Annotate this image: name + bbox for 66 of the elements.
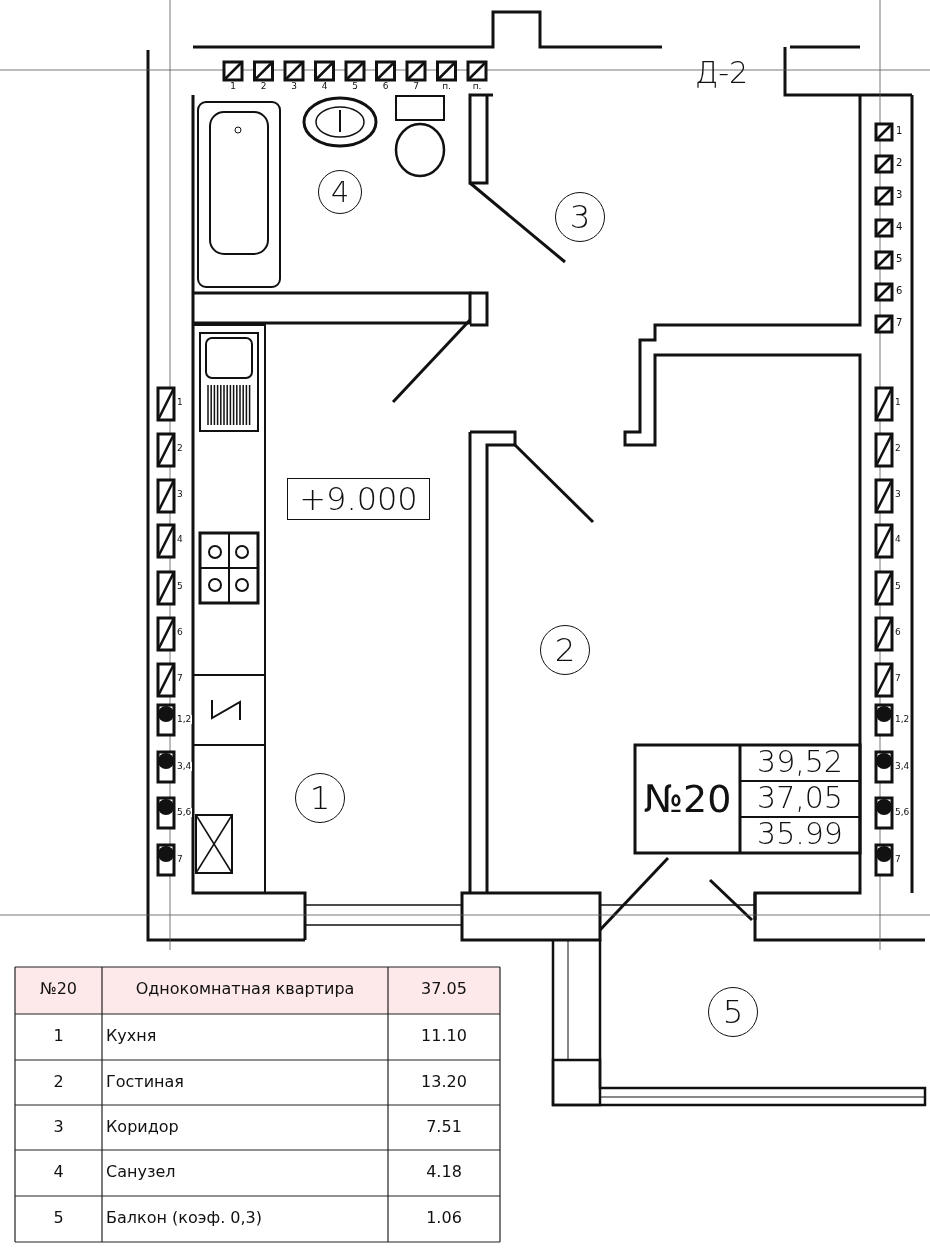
duct-number: 7	[176, 674, 184, 683]
duct-number: 1	[894, 398, 902, 407]
room-name: Гостиная	[106, 1074, 184, 1090]
room-number: 5	[52, 1210, 65, 1226]
duct-number: 4	[320, 82, 329, 91]
apartment-number: №20	[642, 780, 733, 818]
room-number: 3	[52, 1119, 65, 1135]
area-value: 35.99	[756, 819, 844, 849]
room-number-callout: 5	[708, 987, 758, 1037]
duct-number: 4	[894, 535, 902, 544]
room-number: 4	[52, 1164, 65, 1180]
room-number: 1	[52, 1028, 65, 1044]
duct-number: 7	[412, 82, 420, 91]
duct-number: п.	[471, 82, 483, 91]
room-name: Кухня	[106, 1028, 157, 1044]
duct-number: 1	[176, 398, 184, 407]
duct-number: 5	[895, 254, 904, 264]
area-value: 37,05	[756, 783, 844, 813]
area-value: 4.18	[425, 1164, 463, 1180]
duct-number: 6	[176, 628, 184, 637]
room-number-callout: 3	[555, 192, 605, 242]
floor-level-mark: +9.000	[287, 478, 430, 520]
duct-number: 4	[895, 222, 904, 232]
area-value: 13.20	[420, 1074, 468, 1090]
duct-number: 2	[176, 444, 184, 453]
duct-number: 5	[351, 82, 359, 91]
duct-number: 3,4	[176, 762, 193, 771]
duct-number: 2	[894, 444, 902, 453]
room-name: Санузел	[106, 1164, 176, 1180]
room-name: Коридор	[106, 1119, 179, 1135]
area-value: 39,52	[756, 747, 844, 777]
area-value: 7.51	[425, 1119, 463, 1135]
apartment-number: №20	[39, 981, 78, 997]
duct-number: 7	[894, 855, 902, 864]
duct-number: 1	[229, 82, 237, 91]
duct-number: 5,6	[894, 808, 911, 817]
duct-number: 3	[290, 82, 298, 91]
duct-number: 5	[176, 582, 184, 591]
duct-number: 3,4	[894, 762, 911, 771]
room-number: 2	[52, 1074, 65, 1090]
duct-number: 6	[381, 82, 390, 91]
duct-number: 2	[259, 82, 268, 91]
duct-number: п.	[441, 82, 452, 91]
duct-number: 3	[894, 490, 902, 499]
duct-number: 3	[895, 190, 904, 200]
duct-number: 2	[895, 158, 904, 168]
area-value: 11.10	[420, 1028, 468, 1044]
duct-number: 1,2	[176, 715, 193, 724]
room-name: Балкон (коэф. 0,3)	[106, 1210, 263, 1226]
duct-number: 1	[895, 126, 904, 136]
area-value: 37.05	[420, 981, 468, 997]
duct-number: 5	[894, 582, 902, 591]
duct-number: 5,6	[176, 808, 193, 817]
duct-number: 3	[176, 490, 184, 499]
room-number-callout: 1	[295, 773, 345, 823]
duct-number: 6	[894, 628, 902, 637]
duct-number: 4	[176, 535, 184, 544]
apartment-type: Однокомнатная квартира	[134, 981, 356, 997]
room-number-callout: 2	[540, 625, 590, 675]
stair-mark: Д-2	[695, 58, 749, 88]
area-value: 1.06	[425, 1210, 463, 1226]
duct-number: 7	[894, 674, 902, 683]
duct-number: 1,2	[894, 715, 911, 724]
duct-number: 6	[895, 286, 904, 296]
duct-number: 7	[176, 855, 184, 864]
duct-number: 7	[895, 318, 904, 328]
